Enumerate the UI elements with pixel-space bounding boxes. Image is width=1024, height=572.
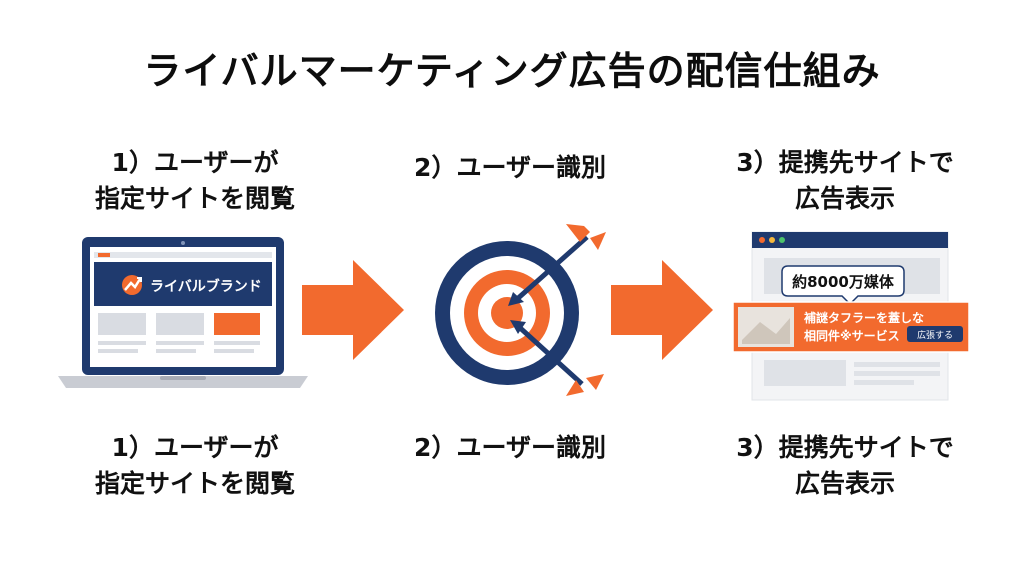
text-line-2: [156, 341, 204, 345]
text-line-5: [156, 349, 196, 353]
dart-arrow-upper: [508, 224, 606, 306]
browser-bar: [94, 252, 272, 258]
media-count-text: 約8000万媒体: [792, 273, 895, 291]
step-2-line-1: 2）ユーザー識別: [414, 153, 606, 182]
brand-logo-icon: [122, 275, 142, 295]
window-dot-yellow: [769, 237, 775, 243]
laptop-illustration: ライバルブランド: [58, 237, 308, 388]
target-icon: [435, 224, 606, 396]
text-line-1: [98, 341, 146, 345]
laptop-notch: [160, 376, 206, 380]
publisher-text-2: [854, 371, 940, 376]
flow-arrow-2: [611, 260, 713, 360]
browser-tab-dot: [98, 253, 110, 257]
publisher-text-1: [854, 362, 940, 367]
text-line-3: [214, 341, 260, 345]
step-3-bottom-line-1: 3）提携先サイトで: [736, 433, 954, 462]
publisher-titlebar: [752, 232, 948, 248]
media-count-badge: [781, 265, 905, 306]
step-3-label-bottom: 3）提携先サイトで 広告表示: [680, 430, 1010, 502]
text-line-4: [98, 349, 138, 353]
ad-text-line-2: 相同件※サービス: [804, 328, 900, 343]
step-1-label-bottom: 1）ユーザーが 指定サイトを閲覧: [40, 430, 350, 502]
laptop-camera: [181, 241, 185, 245]
step-3-label-top: 3）提携先サイトで 広告表示: [680, 145, 1010, 217]
text-line-6: [214, 349, 254, 353]
laptop-base: [58, 376, 308, 388]
page-title: ライバルマーケティング広告の配信仕組み: [143, 49, 881, 93]
content-block-1: [98, 313, 146, 335]
publisher-site-illustration: 約8000万媒体 補謎タフラーを蓋しな 相同件※サービス 広張する: [732, 231, 970, 401]
step-1-bottom-line-2: 指定サイトを閲覧: [94, 469, 295, 498]
ad-text-line-1: 補謎タフラーを蓋しな: [803, 310, 924, 325]
ad-thumbnail-image: [742, 318, 790, 344]
step-1-label-top: 1）ユーザーが 指定サイトを閲覧: [40, 145, 350, 217]
window-dot-red: [759, 237, 765, 243]
step-3-line-2: 広告表示: [794, 184, 895, 213]
step-2-label-top: 2）ユーザー識別: [345, 150, 675, 186]
brand-name: ライバルブランド: [150, 278, 262, 295]
step-2-bottom-line-1: 2）ユーザー識別: [414, 433, 606, 462]
step-3-line-1: 3）提携先サイトで: [736, 148, 954, 177]
step-1-line-1: 1）ユーザーが: [111, 148, 279, 177]
flow-arrow-1: [302, 260, 404, 360]
step-2-label-bottom: 2）ユーザー識別: [345, 430, 675, 466]
ad-cta-label: 広張する: [917, 329, 953, 341]
step-1-line-2: 指定サイトを閲覧: [94, 184, 295, 213]
window-dot-green: [779, 237, 785, 243]
content-block-2: [156, 313, 204, 335]
publisher-text-3: [854, 380, 914, 385]
content-block-highlight: [214, 313, 260, 335]
ad-cta-button[interactable]: [907, 326, 963, 342]
publisher-content-1: [764, 360, 846, 386]
step-3-bottom-line-2: 広告表示: [794, 469, 895, 498]
dart-arrow-lower: [510, 320, 604, 396]
step-1-bottom-line-1: 1）ユーザーが: [111, 433, 279, 462]
